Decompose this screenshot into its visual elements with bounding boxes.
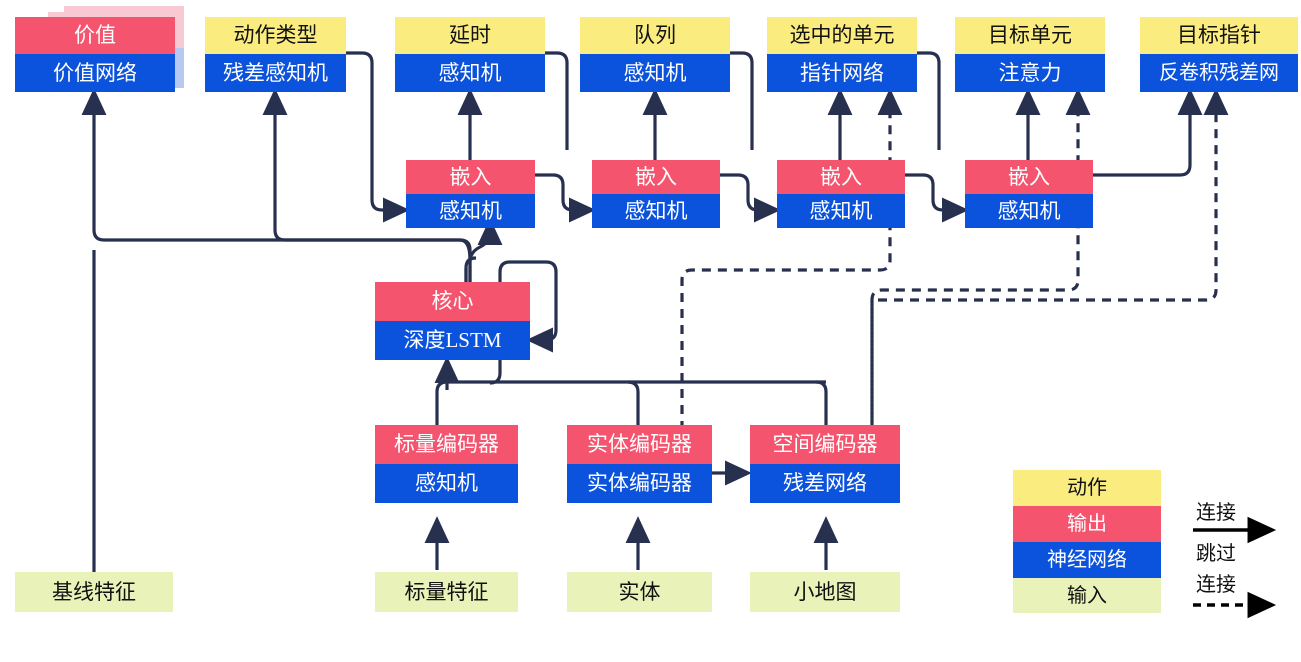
- input-minimap[interactable]: 小地图: [750, 572, 900, 612]
- node-embed-3-network: 感知机: [777, 194, 905, 228]
- node-entity-encoder-network: 实体编码器: [567, 464, 712, 503]
- node-embed-1-output: 嵌入: [406, 160, 535, 194]
- input-baseline-features[interactable]: 基线特征: [15, 572, 173, 612]
- node-selected-units-action: 选中的单元: [767, 17, 917, 54]
- node-selected-units-network: 指针网络: [767, 54, 917, 92]
- node-value-network: 价值网络: [15, 54, 175, 92]
- input-minimap-label: 小地图: [750, 572, 900, 612]
- node-action-type-network: 残差感知机: [205, 54, 346, 92]
- legend-skip-label-line1: 跳过: [1196, 543, 1236, 565]
- node-queued-action: 队列: [580, 17, 730, 54]
- legend-connection-label: 连接: [1196, 502, 1236, 524]
- node-target-point-network: 反卷积残差网: [1140, 54, 1298, 92]
- input-baseline-features-label: 基线特征: [15, 572, 173, 612]
- legend-swatch-network: 神经网络: [1013, 542, 1161, 578]
- node-queued[interactable]: 队列 感知机: [580, 17, 730, 92]
- node-embed-3-output: 嵌入: [777, 160, 905, 194]
- input-entities-label: 实体: [567, 572, 712, 612]
- node-embed-1[interactable]: 嵌入 感知机: [406, 160, 535, 228]
- input-entities[interactable]: 实体: [567, 572, 712, 612]
- node-spatial-encoder-output: 空间编码器: [750, 425, 900, 464]
- node-target-unit-action: 目标单元: [955, 17, 1105, 54]
- node-embed-3[interactable]: 嵌入 感知机: [777, 160, 905, 228]
- node-delay-action: 延时: [395, 17, 545, 54]
- node-embed-2-network: 感知机: [592, 194, 720, 228]
- node-entity-encoder-output: 实体编码器: [567, 425, 712, 464]
- node-target-point[interactable]: 目标指针 反卷积残差网: [1140, 17, 1298, 92]
- node-spatial-encoder[interactable]: 空间编码器 残差网络: [750, 425, 900, 503]
- node-core-output: 核心: [375, 282, 530, 321]
- node-embed-1-network: 感知机: [406, 194, 535, 228]
- node-action-type-action: 动作类型: [205, 17, 346, 54]
- node-scalar-encoder-output: 标量编码器: [375, 425, 518, 464]
- node-spatial-encoder-network: 残差网络: [750, 464, 900, 503]
- node-scalar-encoder-network: 感知机: [375, 464, 518, 503]
- node-embed-2-output: 嵌入: [592, 160, 720, 194]
- node-entity-encoder[interactable]: 实体编码器 实体编码器: [567, 425, 712, 503]
- node-embed-2[interactable]: 嵌入 感知机: [592, 160, 720, 228]
- node-delay[interactable]: 延时 感知机: [395, 17, 545, 92]
- input-scalar-features-label: 标量特征: [375, 572, 518, 612]
- node-scalar-encoder[interactable]: 标量编码器 感知机: [375, 425, 518, 503]
- node-core[interactable]: 核心 深度LSTM: [375, 282, 530, 360]
- node-queued-network: 感知机: [580, 54, 730, 92]
- legend-swatches: 动作 输出 神经网络 输入: [1013, 470, 1161, 613]
- legend-swatch-action: 动作: [1013, 470, 1161, 506]
- node-embed-4-output: 嵌入: [965, 160, 1093, 194]
- node-value[interactable]: 价值 价值网络: [15, 17, 175, 92]
- node-embed-4[interactable]: 嵌入 感知机: [965, 160, 1093, 228]
- node-target-unit-network: 注意力: [955, 54, 1105, 92]
- node-target-unit[interactable]: 目标单元 注意力: [955, 17, 1105, 92]
- node-value-action: 价值: [15, 17, 175, 54]
- node-delay-network: 感知机: [395, 54, 545, 92]
- node-core-network: 深度LSTM: [375, 321, 530, 360]
- node-embed-4-network: 感知机: [965, 194, 1093, 228]
- node-selected-units[interactable]: 选中的单元 指针网络: [767, 17, 917, 92]
- legend-swatch-output: 输出: [1013, 506, 1161, 542]
- input-scalar-features[interactable]: 标量特征: [375, 572, 518, 612]
- node-action-type[interactable]: 动作类型 残差感知机: [205, 17, 346, 92]
- node-target-point-action: 目标指针: [1140, 17, 1298, 54]
- legend-skip-label-line2: 连接: [1196, 574, 1236, 596]
- legend-swatch-input: 输入: [1013, 578, 1161, 613]
